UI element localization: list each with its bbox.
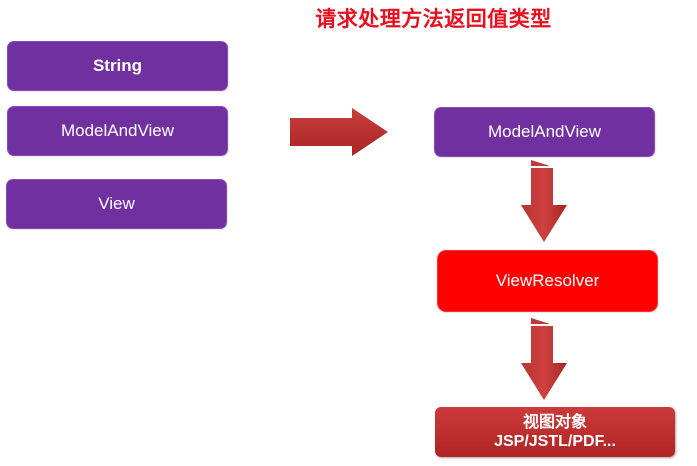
flow-model-and-view-label: ModelAndView <box>487 122 602 141</box>
return-type-string: String <box>8 42 227 90</box>
return-type-model-and-view-label: ModelAndView <box>60 121 175 140</box>
view-object: 视图对象 JSP/JSTL/PDF... <box>435 407 675 457</box>
view-object-title: 视图对象 <box>522 412 587 431</box>
view-resolver-label: ViewResolver <box>495 271 600 290</box>
return-type-view: View <box>7 180 226 228</box>
flow-model-and-view: ModelAndView <box>435 108 654 156</box>
down-arrow-icon <box>521 318 567 400</box>
view-object-types: JSP/JSTL/PDF... <box>494 433 616 450</box>
diagram-title: 请求处理方法返回值类型 <box>315 7 552 31</box>
down-arrow-icon <box>521 160 567 242</box>
return-type-model-and-view: ModelAndView <box>8 107 227 155</box>
return-type-string-label: String <box>92 56 143 75</box>
right-arrow-icon <box>290 108 388 156</box>
return-type-view-label: View <box>98 194 135 213</box>
view-resolver: ViewResolver <box>438 251 657 311</box>
